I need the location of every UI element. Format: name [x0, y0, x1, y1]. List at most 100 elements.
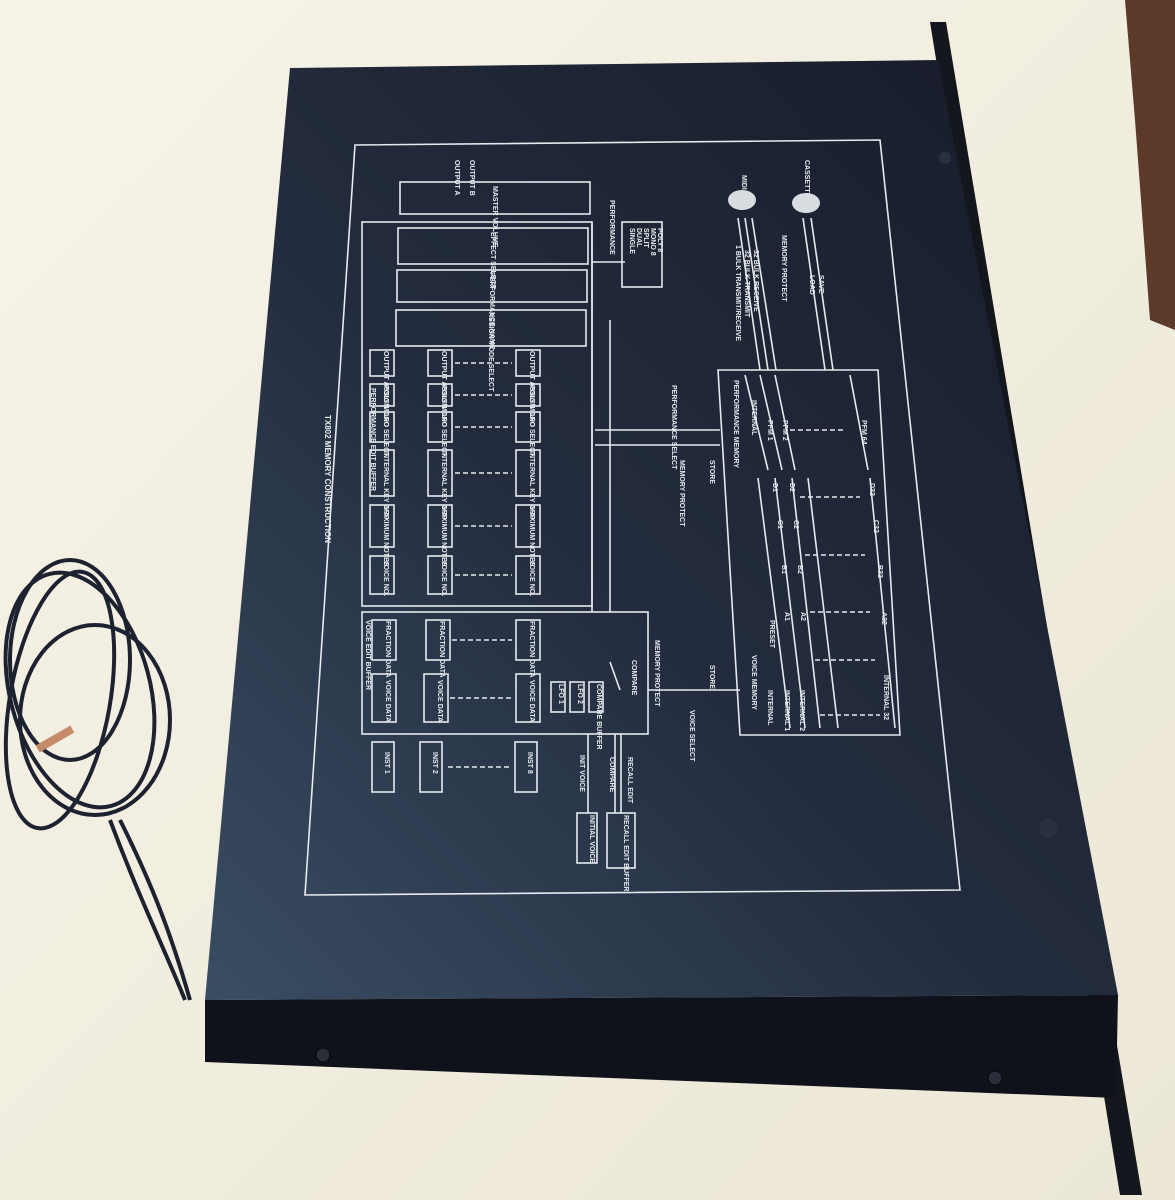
block-performance-name: [396, 269, 588, 303]
screw: [987, 1070, 1003, 1086]
screw: [1039, 819, 1057, 837]
cable-tie: [35, 725, 75, 753]
compare-switch: [609, 661, 621, 691]
svg-text:SINGLE: SINGLE: [628, 228, 635, 254]
svg-text:D1: D1: [771, 483, 778, 492]
midi-label: MIDI: [740, 175, 747, 190]
svg-text:VOICE NO.: VOICE NO.: [528, 560, 535, 596]
cassette-line-label: LOAD: [808, 275, 815, 295]
svg-text:INTERNAL 1: INTERNAL 1: [783, 690, 790, 731]
svg-text:MONO 8: MONO 8: [649, 228, 656, 256]
memory-grid: [744, 374, 896, 729]
block-label: MASTER VOLUME: [491, 186, 498, 248]
memory-box: [717, 369, 901, 736]
svg-text:C2: C2: [792, 520, 799, 529]
svg-text:MAXIMUM NOTES: MAXIMUM NOTES: [528, 506, 535, 567]
svg-text:POLY 8: POLY 8: [656, 228, 663, 252]
mode-box: [621, 221, 663, 288]
svg-text:C1: C1: [776, 520, 783, 529]
voice-select-label: VOICE SELECT: [688, 710, 695, 762]
svg-text:PFM 1: PFM 1: [766, 420, 773, 441]
svg-text:VOICE MEMORY: VOICE MEMORY: [750, 655, 757, 710]
svg-text:FRACTION DATA: FRACTION DATA: [438, 621, 445, 678]
svg-text:INST 8: INST 8: [526, 752, 533, 774]
svg-text:C32: C32: [872, 520, 879, 533]
memory-protect-label-3: MEMORY PROTECT: [653, 640, 660, 707]
compare-label: COMPARE: [630, 660, 637, 696]
power-cable: [3, 558, 192, 1001]
voice-edit-buffer-label: VOICE EDIT BUFFER: [364, 620, 371, 690]
svg-text:INST 2: INST 2: [431, 752, 438, 774]
svg-text:MAXIMUM NOTES: MAXIMUM NOTES: [382, 506, 389, 567]
screw: [939, 152, 951, 164]
svg-text:D2: D2: [788, 483, 795, 492]
performance-label: PERFORMANCE: [608, 200, 615, 255]
box-label: INITIAL VOICE: [588, 815, 595, 863]
svg-text:VOICE NO.: VOICE NO.: [382, 560, 389, 596]
port-lines: [737, 217, 834, 371]
compare-recall-label: RECALL EDIT: [626, 757, 633, 804]
svg-text:OUTPUT B: OUTPUT B: [468, 160, 475, 196]
svg-text:A2: A2: [799, 612, 806, 621]
svg-text:B32: B32: [876, 565, 883, 578]
svg-text:OUTPUT ASSIGN: OUTPUT ASSIGN: [528, 351, 535, 408]
svg-text:PFM 2: PFM 2: [781, 420, 788, 441]
svg-text:POLY/MONO: POLY/MONO: [382, 385, 389, 428]
svg-text:LFO SELECT: LFO SELECT: [528, 413, 535, 457]
performance-select-label: PERFORMANCE SELECT: [670, 385, 677, 470]
midi-port-icon: [728, 190, 756, 210]
chassis-front-face: [205, 995, 1118, 1098]
svg-text:VOICE DATA: VOICE DATA: [384, 680, 391, 722]
svg-text:PFM 64: PFM 64: [860, 420, 867, 445]
svg-text:INTERNAL KEY GRP: INTERNAL KEY GRP: [440, 451, 447, 520]
block-assign-mode: [395, 309, 587, 347]
svg-text:32 BULK RECEIVE: 32 BULK RECEIVE: [752, 250, 759, 312]
svg-text:INTERNAL KEY GRP: INTERNAL KEY GRP: [528, 451, 535, 520]
svg-text:FRACTION DATA: FRACTION DATA: [528, 621, 535, 678]
compare-recall-label: COMPARE: [608, 757, 615, 793]
store-label: STORE: [708, 460, 715, 484]
svg-text:LFO 1: LFO 1: [557, 684, 564, 704]
screw: [315, 1047, 331, 1063]
diagram-frame: [304, 139, 961, 896]
svg-text:A1: A1: [783, 612, 790, 621]
diagram-title: TX802 MEMORY CONSTRUCTION: [323, 415, 332, 543]
memory-protect-label-2: MEMORY PROTECT: [678, 460, 685, 527]
block-master-volume: [399, 181, 591, 215]
block-effect-select: [397, 227, 589, 265]
store-label-2: STORE: [708, 665, 715, 689]
channel-column-8: OUTPUT ASSIGN POLY/MONO LFO SELECT INTER…: [514, 349, 541, 793]
svg-text:LFO 2: LFO 2: [576, 684, 583, 704]
performance-memory-labels: PERFORMANCE MEMORY INTERNAL PFM 1 PFM 2 …: [732, 380, 867, 468]
svg-text:SPLIT: SPLIT: [642, 228, 649, 249]
midi-line-labels: 1 BULK TRANSMIT/RECEIVE 32 BULK TRANSMIT…: [734, 245, 759, 341]
svg-text:D32: D32: [868, 483, 875, 496]
svg-text:LFO SELECT: LFO SELECT: [382, 413, 389, 457]
voice-memory-labels: VOICE MEMORY INTERNAL PRESET INTERNAL 1 …: [750, 483, 889, 731]
channel-dashes: [448, 362, 512, 768]
svg-text:POLY/MONO: POLY/MONO: [528, 385, 535, 428]
cassette-port-icon: [792, 193, 820, 213]
svg-text:INST 1: INST 1: [383, 752, 390, 774]
svg-text:VOICE DATA: VOICE DATA: [528, 680, 535, 722]
svg-text:A32: A32: [880, 612, 887, 625]
box-label: RECALL EDIT BUFFER: [622, 815, 629, 891]
svg-text:FRACTION DATA: FRACTION DATA: [384, 621, 391, 678]
wood-furniture: [1125, 0, 1175, 330]
svg-text:MAXIMUM NOTES: MAXIMUM NOTES: [440, 506, 447, 567]
svg-text:LFO SELECT: LFO SELECT: [440, 413, 447, 457]
memory-protect-label: MEMORY PROTECT: [780, 235, 787, 302]
svg-text:INTERNAL: INTERNAL: [766, 690, 773, 726]
svg-text:INTERNAL 32: INTERNAL 32: [882, 675, 889, 720]
channel-column-1: OUTPUT ASSIGN POLY/MONO LFO SELECT INTER…: [369, 349, 397, 793]
svg-text:COMPARE BUFFER: COMPARE BUFFER: [595, 684, 602, 750]
svg-text:B1: B1: [780, 565, 787, 574]
performance-edit-buffer-label: PERFORMANCE EDIT BUFFER: [369, 388, 376, 491]
svg-text:VOICE NO.: VOICE NO.: [440, 560, 447, 596]
block-label: ASSIGN MODE SELECT: [487, 312, 494, 392]
svg-text:INTERNAL: INTERNAL: [750, 400, 757, 436]
init-voice-label: INIT VOICE: [578, 755, 585, 792]
svg-text:INTERNAL KEY GRP: INTERNAL KEY GRP: [382, 451, 389, 520]
svg-text:POLY/MONO: POLY/MONO: [440, 385, 447, 428]
